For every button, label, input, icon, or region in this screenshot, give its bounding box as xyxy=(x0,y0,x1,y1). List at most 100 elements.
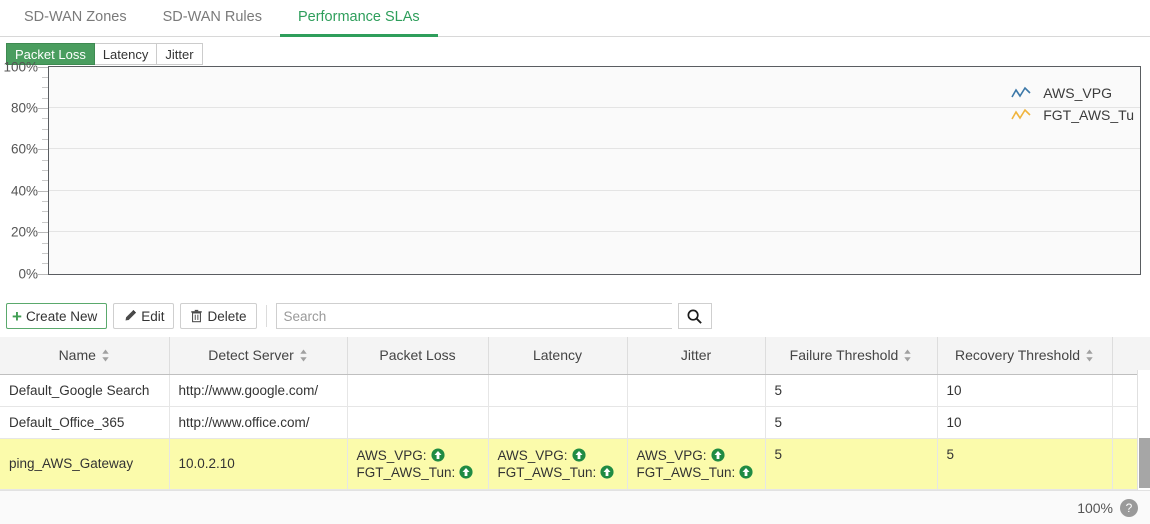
y-tick-minor xyxy=(42,129,48,130)
packet-loss-chart: 100% 80% 60% 40% 20% 0% xyxy=(0,60,1150,288)
column-header-name[interactable]: Name xyxy=(0,337,170,375)
cell-name: ping_AWS_Gateway xyxy=(0,438,170,490)
cell-detect-server: http://www.office.com/ xyxy=(169,406,348,439)
legend-item-aws-vpg[interactable]: AWS_VPG xyxy=(1011,85,1134,101)
sort-arrows-icon xyxy=(1086,349,1093,362)
cell-detect-server: http://www.google.com/ xyxy=(169,374,348,407)
cell-latency xyxy=(488,406,628,439)
y-tick-label-80: 80% xyxy=(10,100,38,116)
cell-jitter xyxy=(627,374,766,407)
column-label: Latency xyxy=(532,347,583,364)
column-header-recovery-threshold[interactable]: Recovery Threshold xyxy=(937,337,1113,375)
column-header-detect-server[interactable]: Detect Server xyxy=(169,337,348,375)
y-tick-major xyxy=(38,232,48,233)
cell-packet-loss xyxy=(347,406,489,439)
search-icon xyxy=(687,309,702,324)
status-up-icon xyxy=(430,448,445,462)
metric-toggle-group: Packet Loss Latency Jitter xyxy=(6,43,203,65)
legend-item-fgt-aws-tu[interactable]: FGT_AWS_Tu xyxy=(1011,107,1134,123)
sla-status-entry: FGT_AWS_Tun: xyxy=(357,464,479,481)
y-tick-minor xyxy=(42,118,48,119)
performance-sla-table: Name Detect Server Packet L xyxy=(0,337,1150,490)
y-tick-minor xyxy=(42,263,48,264)
delete-button[interactable]: Delete xyxy=(180,303,257,329)
cell-jitter: AWS_VPG: FGT_AWS_Tun: xyxy=(627,438,766,490)
status-bar: 100% ? xyxy=(0,490,1150,524)
column-header-jitter[interactable]: Jitter xyxy=(627,337,766,375)
y-tick-minor xyxy=(42,160,48,161)
status-up-icon xyxy=(739,465,753,479)
main-tabbar: SD-WAN Zones SD-WAN Rules Performance SL… xyxy=(0,0,1150,37)
sla-status-entry: AWS_VPG: xyxy=(498,447,618,464)
y-tick-minor xyxy=(42,180,48,181)
legend-label: FGT_AWS_Tu xyxy=(1043,107,1134,123)
sla-status-entry: FGT_AWS_Tun: xyxy=(637,464,756,481)
metric-button-jitter[interactable]: Jitter xyxy=(157,43,203,65)
cell-recovery-threshold: 5 xyxy=(937,438,1113,490)
metric-button-packet-loss[interactable]: Packet Loss xyxy=(6,43,95,65)
table-row[interactable]: Default_Google Search http://www.google.… xyxy=(0,374,1150,407)
line-series-icon xyxy=(1011,86,1031,98)
y-tick-label-20: 20% xyxy=(10,224,38,240)
trash-icon xyxy=(191,309,203,323)
status-up-icon xyxy=(600,465,614,479)
cell-packet-loss: AWS_VPG: FGT_AWS_Tun: xyxy=(347,438,489,490)
column-label: Detect Server xyxy=(208,347,294,364)
y-tick-label-60: 60% xyxy=(10,141,38,157)
tab-sd-wan-rules[interactable]: SD-WAN Rules xyxy=(162,9,262,25)
pencil-icon xyxy=(125,310,137,321)
cell-failure-threshold: 5 xyxy=(765,374,938,407)
y-tick-major xyxy=(38,274,48,275)
y-tick-minor xyxy=(42,77,48,78)
column-header-overflow[interactable] xyxy=(1112,337,1150,375)
table-row[interactable]: Default_Office_365 http://www.office.com… xyxy=(0,406,1150,439)
column-header-latency[interactable]: Latency xyxy=(488,337,628,375)
table-row[interactable]: ping_AWS_Gateway 10.0.2.10 AWS_VPG: FGT_… xyxy=(0,438,1150,490)
y-tick-minor xyxy=(42,253,48,254)
sort-arrows-icon xyxy=(300,349,307,362)
column-label: Recovery Threshold xyxy=(954,347,1081,364)
search-button[interactable] xyxy=(677,303,712,329)
y-tick-major xyxy=(38,149,48,150)
y-tick-label-100: 100% xyxy=(3,59,38,75)
sla-member-label: FGT_AWS_Tun: xyxy=(497,464,597,480)
status-up-icon xyxy=(571,448,586,462)
edit-button[interactable]: Edit xyxy=(113,303,175,329)
cell-failure-threshold: 5 xyxy=(765,438,938,490)
y-tick-label-40: 40% xyxy=(10,183,38,199)
create-new-button[interactable]: + Create New xyxy=(6,303,108,329)
chart-gridline xyxy=(49,107,1140,108)
search-input[interactable] xyxy=(275,303,672,329)
delete-label: Delete xyxy=(207,308,247,324)
cell-detect-server: 10.0.2.10 xyxy=(169,438,348,490)
sort-arrows-icon xyxy=(904,349,912,362)
table-vertical-scrollbar[interactable] xyxy=(1137,370,1150,490)
metric-button-latency[interactable]: Latency xyxy=(94,43,158,65)
scrollbar-thumb[interactable] xyxy=(1139,438,1150,488)
help-icon[interactable]: ? xyxy=(1120,498,1138,517)
column-header-packet-loss[interactable]: Packet Loss xyxy=(347,337,489,375)
cell-failure-threshold: 5 xyxy=(765,406,938,439)
y-tick-minor xyxy=(42,98,48,99)
sla-member-label: AWS_VPG: xyxy=(356,447,427,463)
y-tick-minor xyxy=(42,243,48,244)
status-up-icon xyxy=(459,465,473,479)
plus-icon: + xyxy=(12,306,22,326)
y-tick-major xyxy=(38,191,48,192)
sla-member-label: AWS_VPG: xyxy=(497,447,568,463)
chart-gridline xyxy=(49,231,1140,232)
sla-member-label: FGT_AWS_Tun: xyxy=(356,464,456,480)
y-tick-major xyxy=(38,108,48,109)
sla-status-entry: AWS_VPG: xyxy=(637,447,756,464)
toolbar-divider xyxy=(265,305,267,327)
y-tick-minor xyxy=(42,222,48,223)
tab-performance-slas[interactable]: Performance SLAs xyxy=(279,0,438,37)
y-tick-minor xyxy=(42,211,48,212)
cell-name: Default_Google Search xyxy=(0,374,170,407)
cell-jitter xyxy=(627,406,766,439)
column-header-failure-threshold[interactable]: Failure Threshold xyxy=(765,337,938,375)
table-header-row: Name Detect Server Packet L xyxy=(0,337,1150,375)
edit-label: Edit xyxy=(141,308,165,324)
chart-plot-area[interactable]: AWS_VPG FGT_AWS_Tu xyxy=(48,66,1141,275)
tab-sd-wan-zones[interactable]: SD-WAN Zones xyxy=(24,9,127,25)
